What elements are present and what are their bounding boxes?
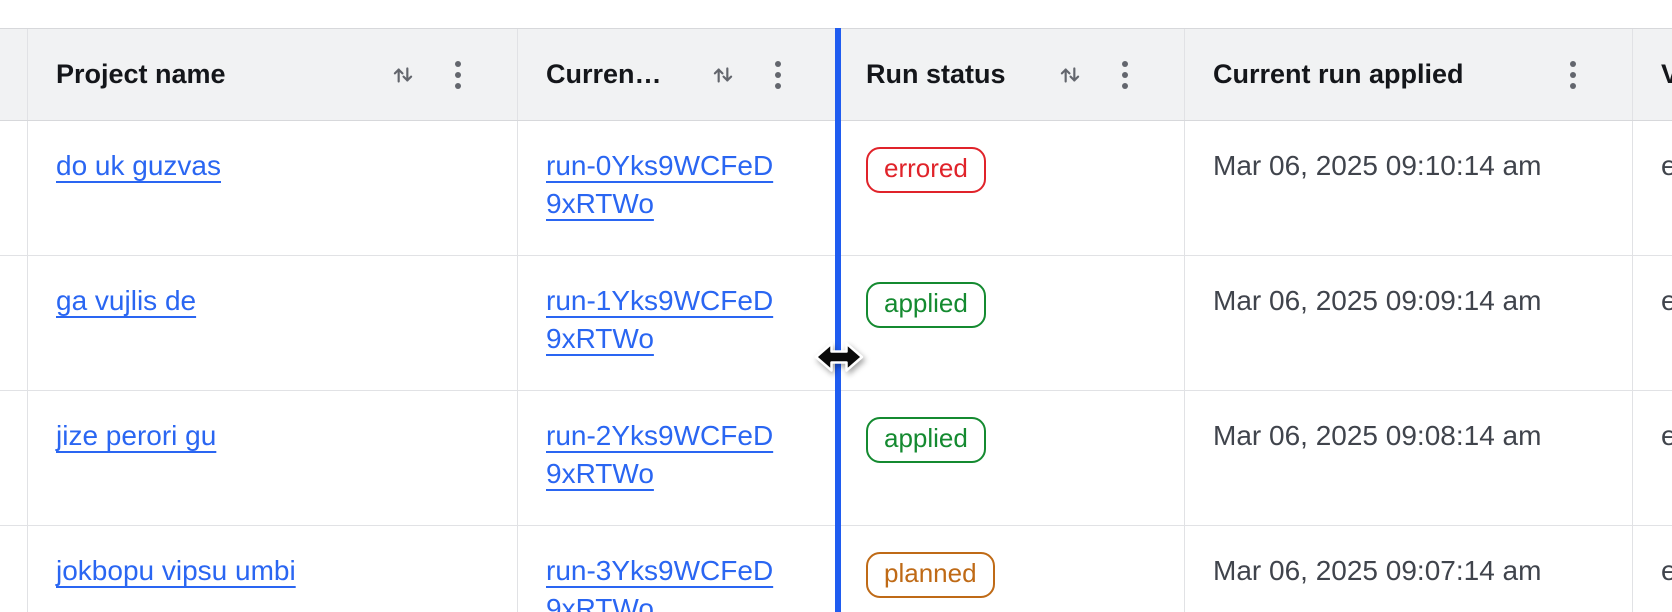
current-run-cell: run-3Yks9WCFeD9xRTWo <box>518 526 838 612</box>
column-menu-icon[interactable] <box>1122 71 1128 78</box>
header-stub-cell <box>0 29 28 120</box>
current-run-cell: run-2Yks9WCFeD9xRTWo <box>518 391 838 525</box>
current-run-cell: run-0Yks9WCFeD9xRTWo <box>518 121 838 255</box>
column-header-run-status[interactable]: Run status <box>838 29 1185 120</box>
project-name-cell: jize perori gu <box>28 391 518 525</box>
row-stub-cell <box>0 391 28 525</box>
current-run-cell: run-1Yks9WCFeD9xRTWo <box>518 256 838 390</box>
run-status-cell: planned <box>838 526 1185 612</box>
column-label-run-status: Run status <box>866 59 1006 89</box>
column-menu-icon[interactable] <box>455 71 461 78</box>
truncated-value: e <box>1661 420 1672 451</box>
truncated-value: e <box>1661 555 1672 586</box>
applied-timestamp: Mar 06, 2025 09:10:14 am <box>1213 150 1542 181</box>
run-link[interactable]: run-3Yks9WCFeD9xRTWo <box>546 555 774 612</box>
status-badge: errored <box>866 147 986 193</box>
sort-icon[interactable] <box>1056 60 1084 90</box>
project-link[interactable]: ga vujlis de <box>56 285 197 316</box>
current-run-applied-cell: Mar 06, 2025 09:10:14 am <box>1185 121 1633 255</box>
project-name-cell: jokbopu vipsu umbi <box>28 526 518 612</box>
run-status-cell: errored <box>838 121 1185 255</box>
truncated-cell: e <box>1633 391 1672 525</box>
column-label-truncated: V <box>1661 59 1672 89</box>
truncated-value: e <box>1661 150 1672 181</box>
row-stub-cell <box>0 121 28 255</box>
column-header-current-run-applied[interactable]: Current run applied <box>1185 29 1633 120</box>
column-label-project-name: Project name <box>56 59 226 89</box>
column-resize-line[interactable] <box>835 28 841 612</box>
current-run-applied-cell: Mar 06, 2025 09:07:14 am <box>1185 526 1633 612</box>
project-name-cell: ga vujlis de <box>28 256 518 390</box>
project-name-cell: do uk guzvas <box>28 121 518 255</box>
applied-timestamp: Mar 06, 2025 09:08:14 am <box>1213 420 1542 451</box>
column-menu-icon[interactable] <box>1570 71 1576 78</box>
run-link[interactable]: run-2Yks9WCFeD9xRTWo <box>546 420 774 489</box>
run-status-cell: applied <box>838 256 1185 390</box>
current-run-applied-cell: Mar 06, 2025 09:08:14 am <box>1185 391 1633 525</box>
status-badge: planned <box>866 552 995 598</box>
run-status-cell: applied <box>838 391 1185 525</box>
project-link[interactable]: do uk guzvas <box>56 150 221 181</box>
truncated-cell: e <box>1633 121 1672 255</box>
column-header-project-name[interactable]: Project name <box>28 29 518 120</box>
column-label-current-run-applied: Current run applied <box>1213 59 1464 89</box>
current-run-applied-cell: Mar 06, 2025 09:09:14 am <box>1185 256 1633 390</box>
applied-timestamp: Mar 06, 2025 09:07:14 am <box>1213 555 1542 586</box>
applied-timestamp: Mar 06, 2025 09:09:14 am <box>1213 285 1542 316</box>
row-stub-cell <box>0 526 28 612</box>
run-link[interactable]: run-0Yks9WCFeD9xRTWo <box>546 150 774 219</box>
status-badge: applied <box>866 282 986 328</box>
truncated-cell: e <box>1633 526 1672 612</box>
column-header-truncated[interactable]: V <box>1633 29 1672 120</box>
truncated-value: e <box>1661 285 1672 316</box>
project-link[interactable]: jize perori gu <box>56 420 217 451</box>
column-menu-icon[interactable] <box>775 71 781 78</box>
sort-icon[interactable] <box>389 60 417 90</box>
sort-icon[interactable] <box>709 60 737 90</box>
status-badge: applied <box>866 417 986 463</box>
row-stub-cell <box>0 256 28 390</box>
column-label-current-run: Curren… <box>546 59 662 89</box>
truncated-cell: e <box>1633 256 1672 390</box>
project-link[interactable]: jokbopu vipsu umbi <box>56 555 296 586</box>
run-link[interactable]: run-1Yks9WCFeD9xRTWo <box>546 285 774 354</box>
column-header-current-run[interactable]: Curren… <box>518 29 838 120</box>
